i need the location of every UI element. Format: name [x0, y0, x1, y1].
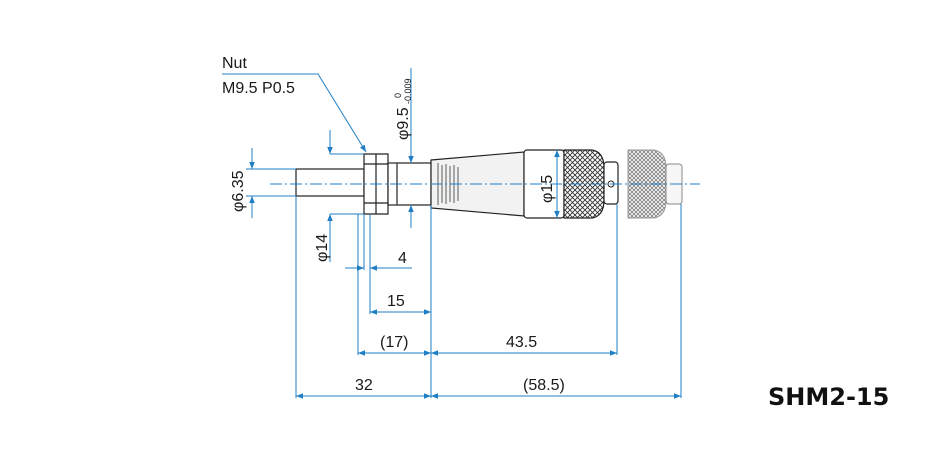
micrometer-head — [295, 149, 683, 219]
extension-lines — [246, 68, 682, 398]
nut-width-label: 4 — [398, 250, 407, 267]
nut-diameter-label: φ14 — [314, 234, 331, 262]
spindle-travel-label: 32 — [355, 377, 373, 394]
thimble-diameter-label: φ15 — [539, 175, 556, 203]
stem-length-label: 15 — [387, 293, 405, 310]
total-ref-label: (58.5) — [523, 377, 565, 394]
stem-diameter-label: φ9.5 — [395, 107, 412, 140]
nut-leader — [222, 73, 367, 153]
thimble-length-label: 43.5 — [506, 334, 537, 351]
dimension-lines — [249, 130, 681, 399]
spindle-diameter-label: φ6.35 — [230, 170, 247, 212]
spindle — [295, 168, 365, 197]
stem-tolerance-lower: -0.009 — [403, 78, 413, 104]
model-title: SHM2-15 — [768, 383, 889, 411]
stem-tolerance-upper: 0 — [393, 93, 403, 98]
body-ref-label: (17) — [380, 334, 408, 351]
nut-label: Nut — [222, 55, 247, 72]
nut-thread-label: M9.5 P0.5 — [222, 80, 295, 97]
